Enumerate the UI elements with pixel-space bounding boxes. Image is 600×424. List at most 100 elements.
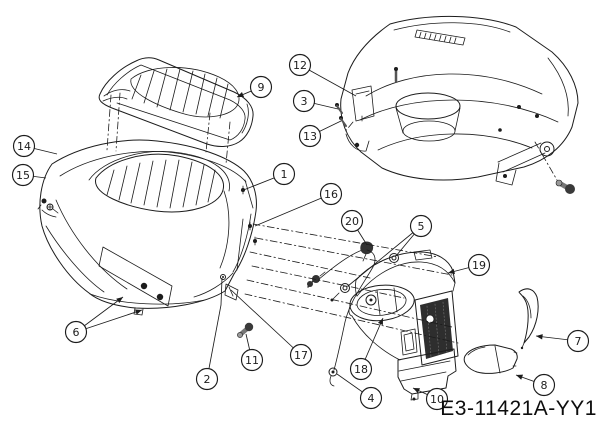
leader-arrowhead xyxy=(413,388,421,394)
callout-number: 1 xyxy=(281,168,288,181)
vent-cover-part xyxy=(98,57,254,147)
hinge-arm xyxy=(495,141,555,186)
callout-9: 9 xyxy=(236,75,273,99)
callout-number: 11 xyxy=(245,354,259,367)
hood-part xyxy=(39,139,257,316)
callout-18: 18 xyxy=(349,317,384,381)
callout-number: 19 xyxy=(472,259,486,272)
grille-mesh-frame xyxy=(414,290,459,366)
callout-leader-line xyxy=(230,289,302,356)
callout-leader-line xyxy=(254,193,332,227)
callout-balloon xyxy=(359,386,383,410)
trim-outline xyxy=(518,288,539,344)
hood-vent-opening xyxy=(95,153,224,213)
hood-vent-louvers xyxy=(106,159,216,209)
callout-balloon xyxy=(298,124,322,148)
callout-balloon xyxy=(272,162,296,186)
callout-balloon xyxy=(12,134,36,158)
callout-13: 13 xyxy=(298,120,342,148)
leader-arrowhead xyxy=(536,334,543,340)
callout-balloon xyxy=(288,53,312,77)
callout-6: 6 xyxy=(64,296,143,344)
callout-number: 3 xyxy=(301,95,308,108)
vent-cover-louvers xyxy=(131,68,229,119)
underside-slot-hatch xyxy=(419,31,457,44)
callout-number: 17 xyxy=(294,349,308,362)
headlight-lens-part xyxy=(463,344,518,374)
callout-19: 19 xyxy=(447,253,491,277)
callout-3: 3 xyxy=(292,89,339,113)
leader-arrowhead xyxy=(448,268,455,274)
front-screw xyxy=(220,274,226,280)
hinge-screw-upper xyxy=(335,103,343,114)
side-trim-part xyxy=(518,288,539,350)
callout-balloon xyxy=(11,163,35,187)
callout-17: 17 xyxy=(230,289,313,367)
callout-number: 13 xyxy=(303,130,317,143)
leader-arrowhead xyxy=(516,374,524,380)
callout-balloon xyxy=(340,209,364,233)
callout-number: 9 xyxy=(258,81,265,94)
callout-5: 5 xyxy=(347,214,433,287)
grille-assembly xyxy=(348,249,459,401)
harness-connector xyxy=(312,275,320,283)
callout-balloon xyxy=(240,348,264,372)
callout-11: 11 xyxy=(240,333,264,372)
callout-number: 12 xyxy=(293,59,307,72)
fasteners xyxy=(37,103,575,338)
hood-latch-knob xyxy=(37,198,59,214)
callout-balloon xyxy=(566,329,590,353)
callout-1: 1 xyxy=(240,162,296,192)
callout-number: 14 xyxy=(17,140,31,153)
callout-balloon xyxy=(64,320,88,344)
callout-balloon xyxy=(195,367,219,391)
callout-number: 15 xyxy=(16,169,30,182)
push-nut-a xyxy=(389,253,399,263)
leader-arrowhead xyxy=(377,318,383,326)
callout-number: 6 xyxy=(73,326,80,339)
callout-10: 10 xyxy=(412,387,449,411)
callout-number: 16 xyxy=(324,188,338,201)
hood-outline xyxy=(39,139,257,309)
leader-arrowhead xyxy=(237,92,245,97)
callout-4: 4 xyxy=(336,373,383,410)
shoulder-bolt-rear xyxy=(555,179,575,194)
alignment-dash-lines xyxy=(106,92,558,344)
callout-balloon xyxy=(292,89,316,113)
leader-arrowhead xyxy=(116,297,123,304)
callout-leader-line xyxy=(75,309,143,333)
callout-14: 14 xyxy=(12,134,58,158)
callout-number: 20 xyxy=(345,215,359,228)
callout-balloon xyxy=(409,214,433,238)
hinge-screw-lower xyxy=(339,116,347,127)
callout-16: 16 xyxy=(254,182,343,227)
callout-8: 8 xyxy=(515,373,556,397)
lens-outline xyxy=(463,344,518,374)
callout-number: 10 xyxy=(430,393,444,406)
bumper xyxy=(397,348,457,395)
harness-grommet xyxy=(328,367,338,377)
callout-number: 4 xyxy=(368,392,375,405)
callout-balloon xyxy=(532,373,556,397)
shoulder-bolt-front xyxy=(237,322,254,338)
hinge-bracket xyxy=(351,85,375,122)
callout-leader-line xyxy=(347,225,422,287)
rear-edge-screws xyxy=(248,221,257,246)
callout-20: 20 xyxy=(340,209,368,246)
callout-15: 15 xyxy=(11,163,47,187)
callout-2: 2 xyxy=(195,277,223,391)
callout-number: 2 xyxy=(204,373,211,386)
callout-12: 12 xyxy=(288,53,357,97)
grille-mesh xyxy=(420,298,453,359)
callout-number: 5 xyxy=(418,220,425,233)
hood-underside-outline xyxy=(340,15,579,181)
callout-balloon xyxy=(249,75,273,99)
callout-balloon xyxy=(467,253,491,277)
callout-balloon xyxy=(319,182,343,206)
headlight-pod xyxy=(349,284,415,322)
callout-balloon xyxy=(425,387,449,411)
callout-number: 18 xyxy=(354,363,368,376)
leader-arrowhead xyxy=(134,309,142,315)
